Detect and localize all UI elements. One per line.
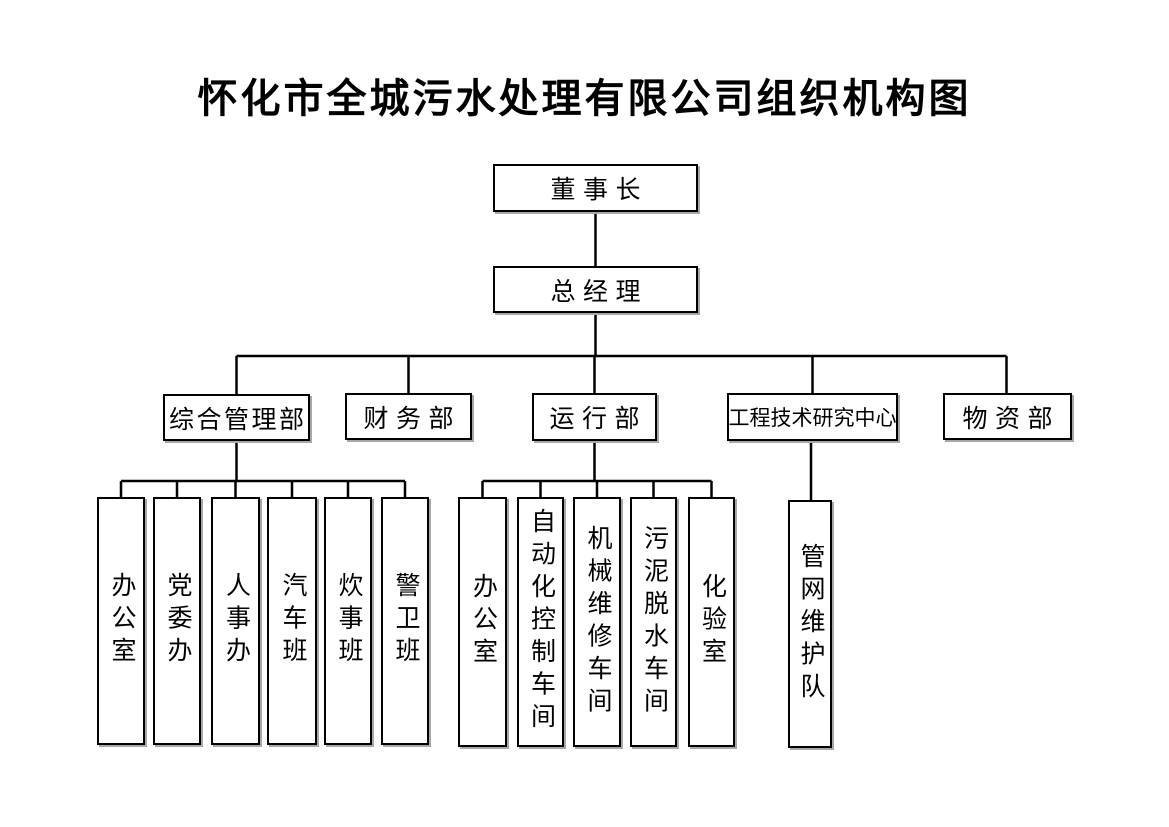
org-box-b-office: 办公室 (458, 497, 507, 747)
org-box-a-cooking-team: 炊事班 (324, 497, 372, 745)
org-box-b-machinery-maintenance-workshop: 机械维修车间 (573, 497, 621, 747)
org-box-a-personnel-office: 人事办 (211, 497, 260, 745)
org-box-dept-materials: 物资部 (943, 393, 1072, 440)
connector-groupA (119, 441, 407, 497)
org-box-b-sludge-dewatering-workshop: 污泥脱水车间 (630, 497, 677, 747)
connector-groupB (481, 441, 713, 497)
org-box-dept-operations: 运行部 (532, 393, 657, 441)
org-box-chairman: 董事长 (493, 164, 698, 212)
org-box-dept-finance: 财务部 (345, 393, 472, 440)
org-box-a-guard-team: 警卫班 (381, 497, 429, 745)
org-box-a-office: 办公室 (97, 497, 145, 745)
org-box-c-pipe-network-maintenance-team: 管网维护队 (788, 500, 832, 748)
org-box-b-automation-control-workshop: 自动化控制车间 (517, 497, 564, 747)
org-box-b-laboratory: 化验室 (688, 497, 735, 747)
org-box-dept-comprehensive-management: 综合管理部 (163, 394, 310, 441)
org-box-a-vehicle-team: 汽车班 (267, 497, 317, 745)
connector-level1-bus (235, 354, 1008, 394)
org-box-a-party-committee-office: 党委办 (153, 497, 201, 745)
org-box-general-manager: 总经理 (493, 266, 698, 313)
chart-title: 怀化市全城污水处理有限公司组织机构图 (197, 76, 972, 121)
org-box-dept-engineering-research-center: 工程技术研究中心 (727, 393, 898, 441)
